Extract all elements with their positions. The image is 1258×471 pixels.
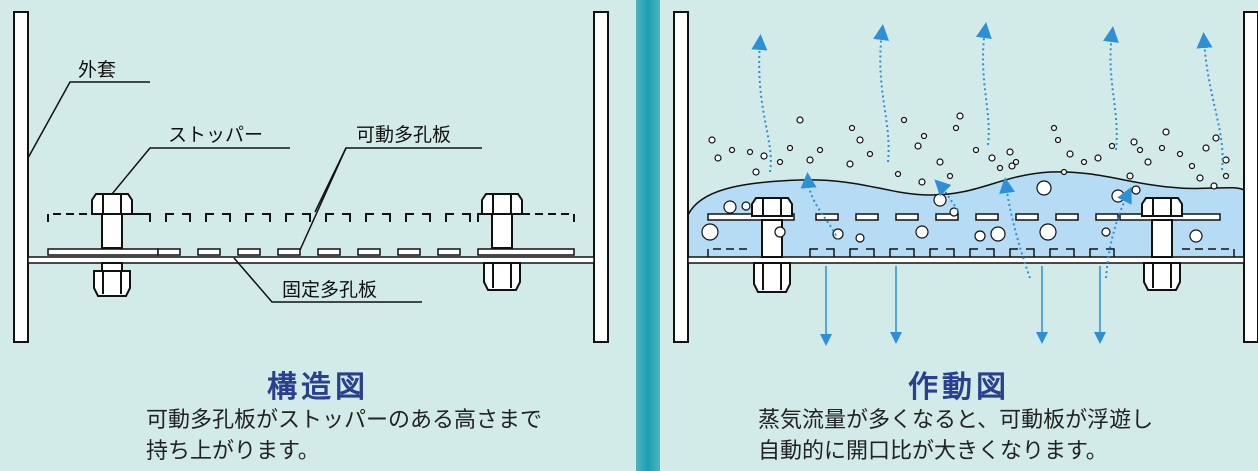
description-line-1: 可動多孔板がストッパーのある高さまで <box>146 408 543 433</box>
stopper-bolt-right <box>481 193 523 291</box>
label-outer-shell: 外套 <box>78 59 116 81</box>
description-line-2: 持ち上がります。 <box>146 439 320 464</box>
operation-diagram-title: 作動図 <box>908 370 1010 405</box>
fixed-plate-op <box>687 256 1245 264</box>
liquid-layer <box>687 171 1245 263</box>
fixed-plate-perforations <box>157 248 461 256</box>
outer-shell-right-wall <box>593 11 609 343</box>
fixed-plate <box>27 256 595 264</box>
operation-diagram-panel: 作動図 蒸気流量が多くなると、可動板が浮遊し 自動的に開口比が大きくなります。 <box>660 0 1258 471</box>
stopper-bolt-right-op <box>1141 197 1183 291</box>
operation-diagram-description: 蒸気流量が多くなると、可動板が浮遊し 自動的に開口比が大きくなります。 <box>758 405 1153 467</box>
structure-diagram-description: 可動多孔板がストッパーのある高さまで 持ち上がります。 <box>146 405 542 467</box>
stopper-bolt-left-op <box>751 197 793 293</box>
vapor-bubbles <box>701 112 1230 243</box>
operation-diagram <box>673 11 1258 346</box>
movable-plate <box>47 213 575 222</box>
label-movable-plate: 可動多孔板 <box>356 124 451 146</box>
outer-shell-right-wall-op <box>1243 11 1258 343</box>
structure-diagram-panel: 外套 ストッパー 可動多孔板 固定多孔板 構造図 可動多孔板がストッパーのある高… <box>13 11 609 467</box>
vapor-flow-arrows <box>751 22 1224 279</box>
fixed-plate-perforations-op <box>707 248 1235 257</box>
description-line-2: 自動的に開口比が大きくなります。 <box>758 439 1108 464</box>
liquid-flow-arrows <box>820 266 1106 346</box>
stopper-bolt-left <box>91 193 133 297</box>
structure-diagram: 外套 ストッパー 可動多孔板 固定多孔板 <box>13 11 609 343</box>
structure-diagram-title: 構造図 <box>267 370 369 405</box>
outer-shell-left-wall-op <box>673 11 689 343</box>
label-fixed-plate: 固定多孔板 <box>282 279 377 301</box>
description-line-1: 蒸気流量が多くなると、可動板が浮遊し <box>758 408 1154 433</box>
movable-plate-segments-op <box>815 213 1119 221</box>
panel-divider <box>636 0 660 471</box>
callout-lines <box>27 81 482 303</box>
fixed-plate-upper-segments <box>47 248 575 256</box>
outer-shell-left-wall <box>13 11 29 343</box>
label-stopper: ストッパー <box>168 124 263 146</box>
